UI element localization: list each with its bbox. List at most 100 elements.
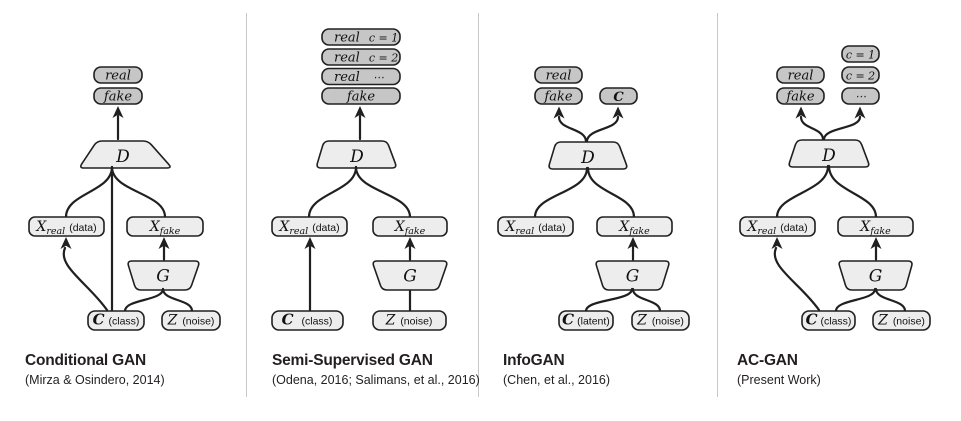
panel-ac-gan: c = 1 c = 2 ⋯ real fake D Xreal(data) xyxy=(720,0,960,421)
output-dots-label: ⋯ xyxy=(855,90,866,103)
z-input-box xyxy=(631,310,690,331)
panel-title: AC-GAN xyxy=(737,352,798,369)
edge-z-to-g xyxy=(874,287,907,313)
output-real-label: real xyxy=(105,69,131,84)
output-fake-pill xyxy=(776,87,825,105)
output-fake-label: fake xyxy=(346,90,375,105)
panel-caption: AC-GAN (Present Work) xyxy=(737,352,821,387)
arrow-head xyxy=(771,237,783,249)
edge-c-to-g xyxy=(834,287,877,313)
x-real-label: Xreal(data) xyxy=(278,219,339,237)
output-real-pill xyxy=(776,66,825,84)
arrow-c-to-xreal xyxy=(304,237,316,312)
panel-title: InfoGAN xyxy=(503,352,565,369)
edge-c-to-g xyxy=(123,287,165,313)
edge-xfake-to-d xyxy=(354,165,412,219)
panel-infogan: real fake C D Xreal(data) Xfake G xyxy=(480,0,720,421)
output-real-label: real xyxy=(788,69,814,84)
g-trapezoid xyxy=(127,260,200,291)
panel-citation: (Chen, et al., 2016) xyxy=(503,373,611,387)
panel-citation: (Mirza & Osindero, 2014) xyxy=(25,373,165,387)
panel-divider xyxy=(717,13,718,397)
x-fake-label: Xfake xyxy=(859,219,891,237)
arrow-head xyxy=(795,106,807,119)
x-real-box xyxy=(28,216,105,237)
d-trapezoid xyxy=(548,141,628,170)
arrow-g-to-xfake xyxy=(404,237,416,261)
output-fake-pill xyxy=(534,87,583,105)
c-input-label: C(latent) xyxy=(562,311,610,329)
arrow-c-to-xreal xyxy=(60,237,109,312)
c-input-label: C(class) xyxy=(93,311,140,329)
output-c-pill xyxy=(599,87,638,105)
output-c1-pill xyxy=(841,45,880,63)
arrow-head xyxy=(354,106,366,118)
output-real-pill xyxy=(534,66,583,84)
panel-title: Semi-Supervised GAN xyxy=(272,352,433,369)
output-fake-label: fake xyxy=(543,90,572,105)
z-input-label: Z(noise) xyxy=(877,313,925,329)
output-c2-pill xyxy=(841,66,880,84)
arrow-head xyxy=(304,237,316,249)
d-label: D xyxy=(115,147,130,167)
arrow-head xyxy=(158,237,170,249)
output-c2-label: c = 2 xyxy=(846,69,875,82)
d-trapezoid xyxy=(788,139,870,168)
ac-gan-diagram: c = 1 c = 2 ⋯ real fake D Xreal(data) xyxy=(739,45,931,331)
output-c1-label: c = 1 xyxy=(846,48,875,61)
panel-title: Conditional GAN xyxy=(25,352,146,369)
g-trapezoid xyxy=(595,260,670,291)
output-fake-label: fake xyxy=(785,90,814,105)
x-real-label: Xreal(data) xyxy=(504,219,565,237)
z-input-box xyxy=(161,310,221,331)
edge-xreal-to-d xyxy=(307,165,358,219)
arrow-shaft xyxy=(773,246,821,312)
arrow-shaft xyxy=(557,115,588,143)
output-c-label: C xyxy=(613,90,624,105)
z-input-label: Z(noise) xyxy=(636,313,684,329)
arrow-head xyxy=(627,237,639,249)
arrow-head xyxy=(112,106,124,118)
x-fake-label: Xfake xyxy=(149,219,181,237)
panel-citation: (Present Work) xyxy=(737,373,821,387)
output-fake-label: fake xyxy=(103,90,132,105)
arrow-shaft xyxy=(799,115,825,141)
arrow-c-to-xreal xyxy=(771,237,821,312)
arrow-shaft xyxy=(585,115,620,143)
arrow-g-to-xfake xyxy=(870,237,882,261)
edge-z-to-g xyxy=(631,287,662,313)
g-label: G xyxy=(156,267,170,287)
arrow-head xyxy=(870,237,882,249)
output-dots-pill xyxy=(841,87,880,105)
panel-divider xyxy=(478,13,479,397)
panel-citation: (Odena, 2016; Salimans, et al., 2016) xyxy=(272,373,480,387)
output-fake-pill xyxy=(321,87,401,105)
x-fake-box xyxy=(372,216,448,237)
arrow-d-to-fake xyxy=(795,106,825,141)
edge-c-to-g xyxy=(584,287,634,313)
output-real-pill xyxy=(93,66,143,84)
x-fake-box xyxy=(837,216,914,237)
g-trapezoid xyxy=(372,260,448,291)
conditional-gan-diagram: real fake D Xreal(data) Xfake G xyxy=(28,66,221,331)
x-fake-label: Xfake xyxy=(618,219,650,237)
g-trapezoid xyxy=(838,260,913,291)
edge-z-to-g xyxy=(161,287,194,313)
x-fake-box xyxy=(126,216,204,237)
panel-divider xyxy=(246,13,247,397)
infogan-diagram: real fake C D Xreal(data) Xfake G xyxy=(497,66,690,331)
panel-conditional-gan: real fake D Xreal(data) Xfake G xyxy=(0,0,240,421)
c-input-box xyxy=(801,310,856,331)
arrow-d-to-c xyxy=(585,106,624,143)
c-input-box xyxy=(558,310,614,331)
x-real-label: Xreal(data) xyxy=(746,219,807,237)
arrow-d-to-output xyxy=(112,106,124,141)
arrow-g-to-xfake xyxy=(158,237,170,261)
arrow-head xyxy=(612,106,624,119)
edge-xfake-to-d xyxy=(586,166,636,219)
output-real-label: real xyxy=(546,69,572,84)
edge-xreal-to-d xyxy=(64,165,114,219)
output-real-c1-pill xyxy=(321,28,401,46)
